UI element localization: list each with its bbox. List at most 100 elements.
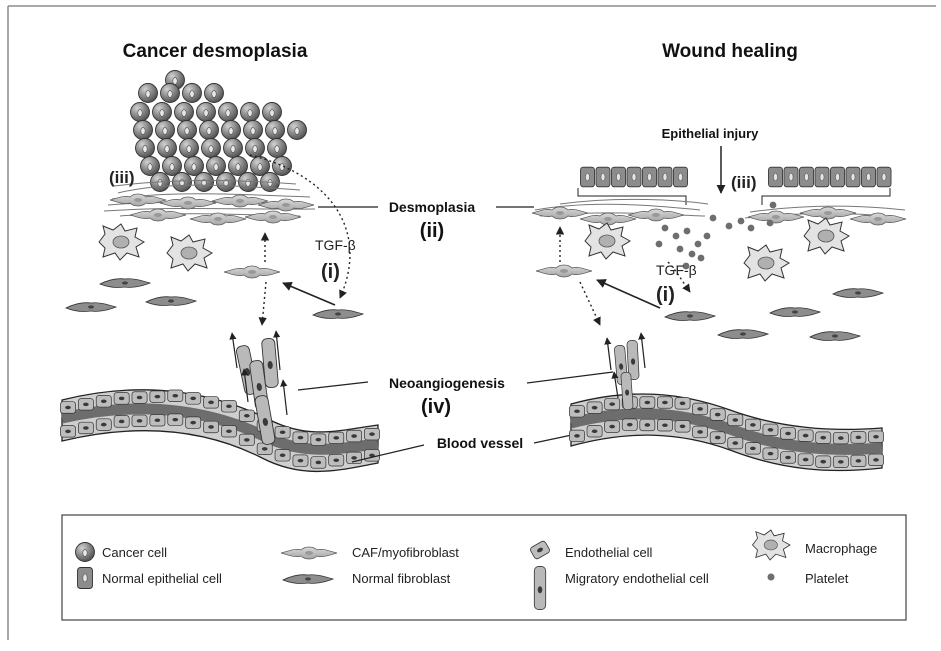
- endothelial-cell: [569, 405, 584, 417]
- epithelial-cell: [846, 167, 860, 187]
- right-fibroblast-3: [833, 289, 883, 298]
- cancer-cell: [175, 103, 194, 122]
- cancer-cell: [273, 157, 292, 176]
- platelet: [704, 233, 711, 240]
- platelet: [684, 228, 691, 235]
- endothelial-cell: [798, 430, 813, 442]
- endothelial-cell: [114, 416, 129, 428]
- endothelial-cell: [239, 434, 254, 446]
- endothelial-cell: [347, 430, 362, 442]
- legend-migratory-endothelial-cell-label: Migratory endothelial cell: [565, 571, 709, 586]
- legend-caf-label: CAF/myofibroblast: [352, 545, 459, 560]
- cancer-cell: [222, 121, 241, 140]
- right-caf-activated: [536, 265, 592, 277]
- right-caf-layer: [532, 207, 906, 225]
- endothelial-cell: [311, 434, 326, 446]
- platelet: [689, 251, 696, 258]
- right-epithelium-brace-right: [762, 188, 890, 205]
- endothelial-cell: [728, 437, 743, 449]
- endothelial-cell: [851, 455, 866, 467]
- endothelial-cell: [186, 393, 201, 405]
- platelet: [656, 241, 663, 248]
- epithelial-cell: [580, 167, 594, 187]
- cancer-cell: [156, 121, 175, 140]
- endothelial-cell: [587, 402, 602, 414]
- endothelial-cell: [675, 421, 690, 433]
- right-epithelium-left: [580, 167, 687, 187]
- platelet: [698, 255, 705, 262]
- endothelial-cell: [833, 456, 848, 468]
- endothelial-cell: [132, 415, 147, 427]
- cancer-cell: [183, 84, 202, 103]
- endothelial-cell: [816, 456, 831, 468]
- right-fibroblast-5: [810, 332, 860, 341]
- cancer-cell: [241, 103, 260, 122]
- cancer-cell: [139, 84, 158, 103]
- right-epithelium-brace-left: [578, 188, 686, 205]
- cancer-cell: [288, 121, 307, 140]
- endothelial-cell: [868, 454, 883, 466]
- platelet: [748, 225, 755, 232]
- endothelial-cell: [798, 454, 813, 466]
- endothelial-cell: [204, 397, 219, 409]
- platelet: [677, 246, 684, 253]
- legend-platelet-icon: [768, 574, 775, 581]
- endothelial-cell: [150, 414, 165, 426]
- cancer-cell: [200, 121, 219, 140]
- cancer-cell: [158, 139, 177, 158]
- endothelial-cell: [60, 426, 75, 438]
- endothelial-cell: [640, 397, 655, 409]
- left-label-i: (i): [321, 261, 340, 283]
- epithelial-cell: [596, 167, 610, 187]
- endothelial-cell: [311, 457, 326, 469]
- left-panel: Cancer desmoplasia (iii): [60, 41, 379, 471]
- right-dotted-arrow-down: [580, 282, 600, 325]
- endothelial-cell: [868, 431, 883, 443]
- endothelial-cell: [693, 426, 708, 438]
- cancer-cell: [136, 139, 155, 158]
- left-caf-activated: [224, 266, 280, 278]
- label-iv: (iv): [421, 396, 451, 418]
- legend-endothelial-cell-label: Endothelial cell: [565, 545, 653, 560]
- right-panel-title: Wound healing: [662, 41, 798, 62]
- legend-box: [62, 515, 906, 620]
- endothelial-cell: [329, 432, 344, 444]
- left-blood-vessel: [60, 390, 379, 472]
- right-blood-vessel: [569, 394, 883, 471]
- right-activation-arrow: [597, 280, 660, 308]
- left-dotted-arrow-down: [262, 282, 266, 325]
- endothelial-cell: [675, 398, 690, 410]
- endothelial-cell: [221, 425, 236, 437]
- endothelial-cell: [78, 422, 93, 434]
- left-label-iii: (iii): [109, 168, 135, 187]
- cancer-cell: [173, 173, 192, 192]
- legend-normal-fibroblast-label: Normal fibroblast: [352, 571, 451, 586]
- endothelial-cell: [587, 425, 602, 437]
- legend-cancer-cell-label: Cancer cell: [102, 545, 167, 560]
- legend-macrophage-label: Macrophage: [805, 541, 877, 556]
- endothelial-cell: [150, 391, 165, 403]
- endothelial-cell: [693, 403, 708, 415]
- platelet: [770, 202, 777, 209]
- legend-platelet-label: Platelet: [805, 571, 849, 586]
- right-macrophage-1: [585, 223, 630, 259]
- epithelial-cell: [815, 167, 829, 187]
- endothelial-cell: [657, 419, 672, 431]
- legend-normal-epithelial-cell-icon: [78, 568, 93, 589]
- platelet: [710, 215, 717, 222]
- left-fibroblast-1: [100, 279, 150, 288]
- endothelial-cell: [257, 443, 272, 455]
- right-fibroblast-4: [718, 330, 768, 339]
- epithelial-cell: [799, 167, 813, 187]
- endothelial-cell: [640, 419, 655, 431]
- right-label-i: (i): [656, 284, 675, 306]
- cancer-cell: [268, 139, 287, 158]
- endothelial-cell: [168, 414, 183, 426]
- endothelial-cell: [763, 448, 778, 460]
- left-panel-title: Cancer desmoplasia: [123, 41, 308, 62]
- right-macrophage-2: [804, 218, 849, 254]
- right-fibroblast-2: [770, 308, 820, 317]
- label-blood-vessel: Blood vessel: [437, 435, 523, 451]
- endothelial-cell: [293, 455, 308, 467]
